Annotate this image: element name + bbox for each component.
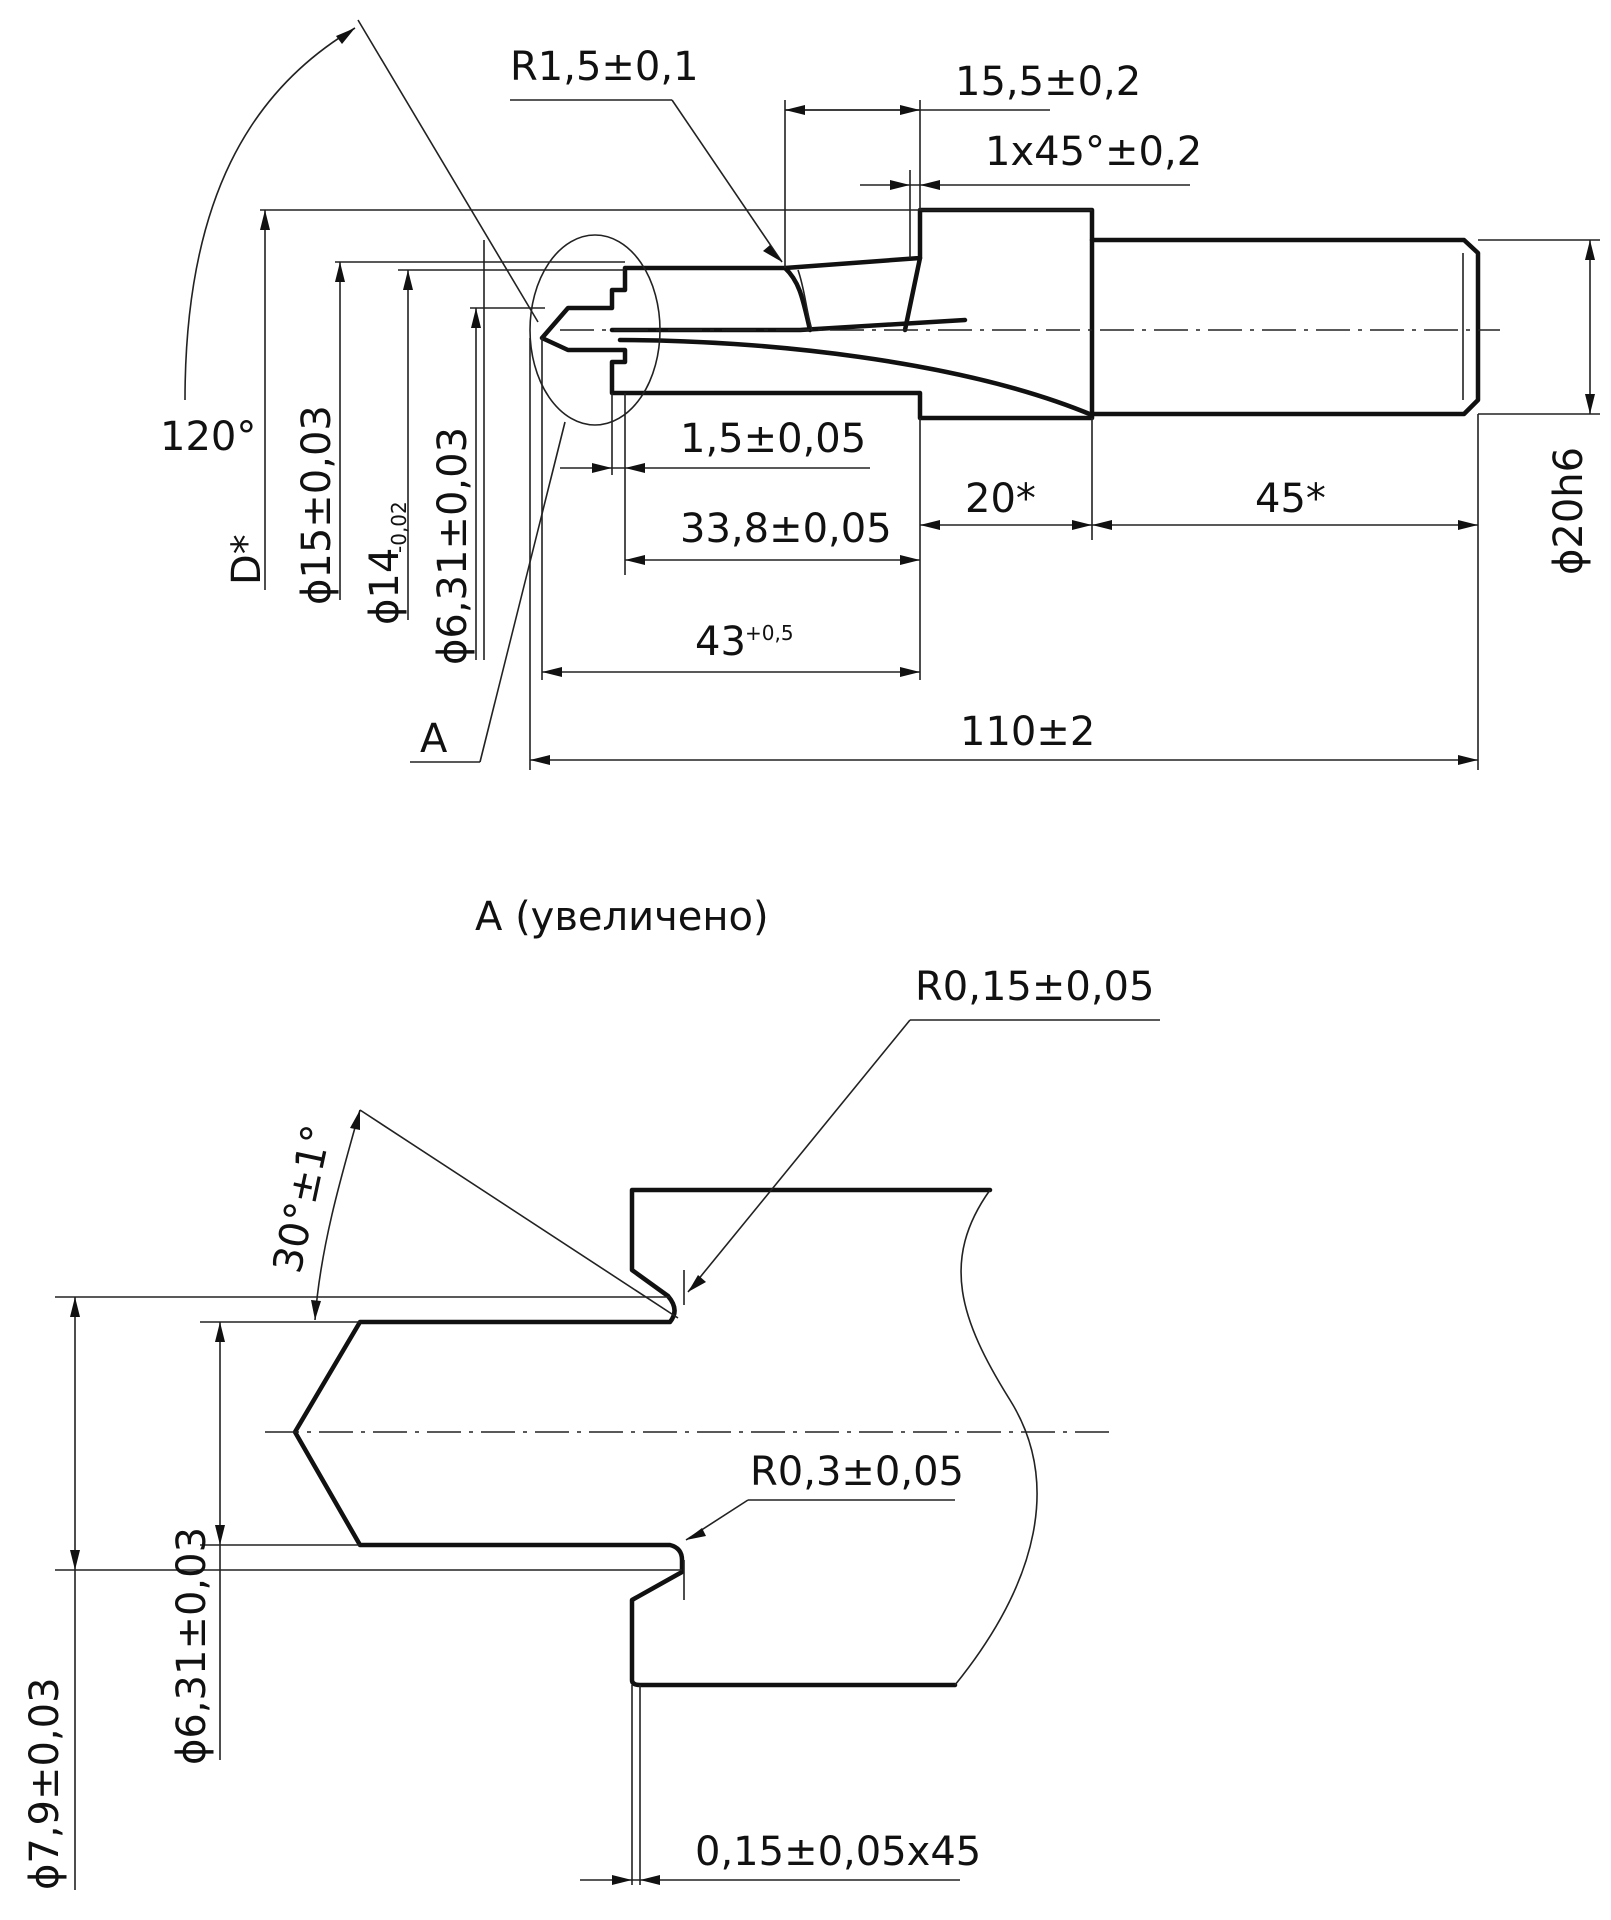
label-dia-7-9: ϕ7,9±0,03 <box>22 1677 68 1890</box>
detail-dimension-arrows <box>70 1110 706 1885</box>
label-dia-14-base: ϕ14 <box>362 548 408 625</box>
label-dia-6-31-detail: ϕ6,31±0,03 <box>169 1527 215 1765</box>
detail-title: A (увеличено) <box>475 894 769 940</box>
label-dim-43-tol: +0,5 <box>745 621 794 645</box>
detail-view: A (увеличено) <box>22 894 1160 1890</box>
label-dim-110: 110±2 <box>960 709 1095 755</box>
label-dim-45: 45* <box>1255 476 1326 522</box>
detail-outline <box>292 1187 1038 1688</box>
label-dia-14-tol: -0,02 <box>387 501 411 553</box>
label-radius-r1-5: R1,5±0,1 <box>510 44 699 90</box>
detail-view-labels: R0,15±0,05 30°±1° R0,3±0,05 ϕ7,9±0,03 ϕ6… <box>22 964 1154 1890</box>
label-radius-r0-15: R0,15±0,05 <box>915 964 1154 1010</box>
main-view: R1,5±0,1 15,5±0,2 1x45°±0,2 120° D* ϕ15±… <box>160 19 1600 770</box>
label-length-15-5: 15,5±0,2 <box>955 59 1141 105</box>
label-radius-r0-3: R0,3±0,05 <box>750 1449 964 1495</box>
label-dim-1-5: 1,5±0,05 <box>680 416 866 462</box>
label-angle-30: 30°±1° <box>265 1121 341 1277</box>
label-dia-14: ϕ14 -0,02 <box>362 501 411 625</box>
label-view-a: A <box>420 716 448 762</box>
label-dia-15: ϕ15±0,03 <box>294 405 340 605</box>
label-chamfer-1x45: 1x45°±0,2 <box>985 129 1202 175</box>
extension-lines <box>260 100 1600 770</box>
label-dim-43: 43 <box>695 619 746 665</box>
main-view-labels: R1,5±0,1 15,5±0,2 1x45°±0,2 120° D* ϕ15±… <box>160 44 1592 762</box>
label-dim-33-8: 33,8±0,05 <box>680 506 892 552</box>
detail-circle-a <box>529 234 661 426</box>
dimension-lines <box>184 19 1591 763</box>
label-dia-6-31: ϕ6,31±0,03 <box>430 427 476 665</box>
label-dim-20: 20* <box>965 476 1036 522</box>
part-outline <box>539 207 1481 421</box>
detail-dimension-lines <box>74 1019 1160 1890</box>
label-angle-120: 120° <box>160 414 256 460</box>
label-dia-d: D* <box>224 534 270 585</box>
dimension-arrows <box>260 28 1595 765</box>
detail-extension-lines <box>55 1109 685 1885</box>
label-dia-20h6: ϕ20h6 <box>1546 447 1592 575</box>
label-chamfer-small: 0,15±0,05x45 <box>695 1829 981 1875</box>
